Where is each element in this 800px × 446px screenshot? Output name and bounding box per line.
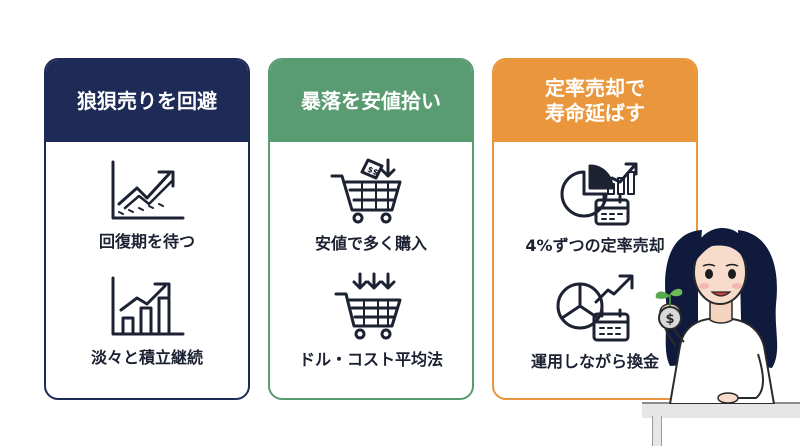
section-label: ドル・コスト平均法 [298, 350, 443, 369]
section-label: 4%ずつの定率売却 [525, 236, 665, 255]
card-header: 定率売却で 寿命延ばす [494, 60, 696, 142]
card-header: 暴落を安値拾い [270, 60, 472, 142]
section-keep-investing: 淡々と積立継続 [46, 274, 248, 368]
desk-leg [652, 416, 662, 446]
section-label: 運用しながら換金 [530, 352, 659, 371]
section-buy-low: $$ 安値で多く購入 [270, 156, 472, 254]
section-dollar-cost-averaging: ドル・コスト平均法 [270, 272, 472, 370]
section-four-percent-rule: 4%ずつの定率売却 [494, 156, 696, 256]
card-title-line-2: 寿命延ばす [545, 101, 645, 125]
card-fixed-rate-withdrawal: 定率売却で 寿命延ばす 4%ずつの定率売却 [492, 58, 698, 400]
cart-price-down-icon: $$ [330, 158, 402, 224]
woman-holding-coin-sprout-icon: $ [655, 228, 778, 404]
cart-arrows-down-icon [334, 272, 402, 340]
card-title-line-1: 定率売却で [545, 76, 645, 100]
card-buy-the-dip: 暴落を安値拾い $$ 安値で多く購入 [268, 58, 474, 400]
rising-trend-chart-icon [111, 160, 185, 220]
desk [642, 402, 800, 418]
pie-growth-calendar-icon [556, 274, 634, 342]
card-title: 暴落を安値拾い [301, 88, 441, 113]
section-label: 淡々と積立継続 [90, 348, 203, 367]
bar-chart-growth-icon [111, 276, 185, 336]
section-label: 安値で多く購入 [314, 234, 427, 253]
card-panic-selling: 狼狽売りを回避 回復期を待つ 淡々と積立継続 [44, 58, 250, 400]
pie-chart-calendar-icon [560, 162, 638, 226]
price-tag-text: $$ [366, 165, 380, 178]
section-cash-out-while-investing: 運用しながら換金 [494, 272, 696, 372]
coin-text: $ [665, 312, 674, 327]
section-label: 回復期を待つ [98, 232, 195, 251]
section-wait-recovery: 回復期を待つ [46, 158, 248, 252]
card-header: 狼狽売りを回避 [46, 60, 248, 142]
card-title: 狼狽売りを回避 [77, 88, 217, 113]
